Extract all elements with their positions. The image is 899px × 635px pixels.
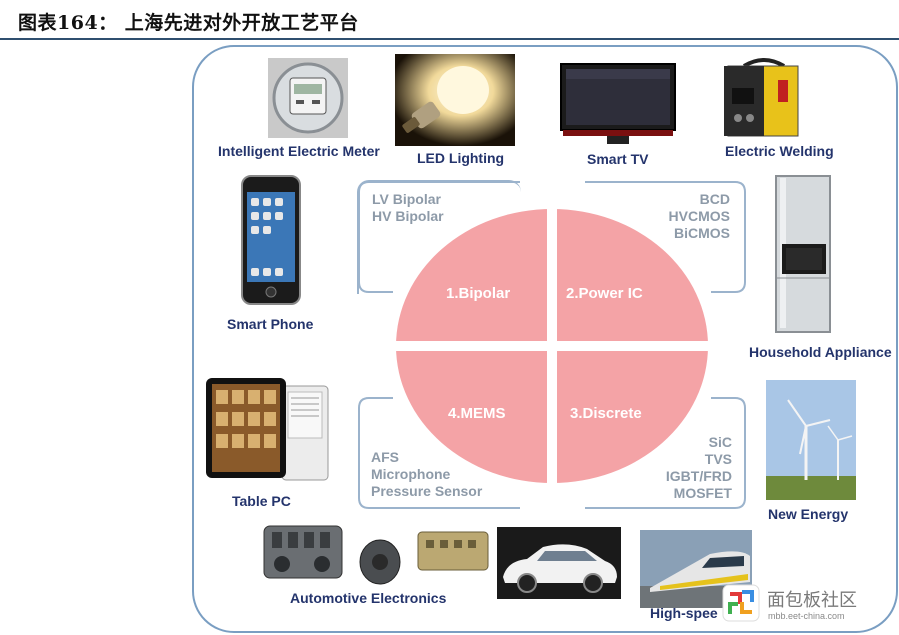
- led-bulb-image: [395, 54, 515, 146]
- label-electric-meter: Intelligent Electric Meter: [218, 143, 380, 159]
- tech-list-mems: AFS Microphone Pressure Sensor: [371, 449, 482, 500]
- tech-item: TVS: [704, 451, 732, 467]
- label-high-speed-rail: High-spee: [650, 605, 718, 621]
- tech-item: BiCMOS: [674, 225, 730, 241]
- tech-list-discrete: SiC TVS IGBT/FRD MOSFET: [640, 434, 732, 502]
- smart-phone-image: [241, 175, 301, 305]
- car-image: [497, 527, 621, 599]
- tech-item: IGBT/FRD: [665, 468, 732, 484]
- welding-machine-image: [724, 58, 799, 137]
- quadrant-discrete-label: 3.Discrete: [570, 405, 642, 422]
- quadrant-bipolar-label: 1.Bipolar: [446, 285, 511, 302]
- tech-item: LV Bipolar: [372, 191, 441, 207]
- automotive-parts-image: [263, 525, 489, 585]
- quadrant-mems-label: 4.MEMS: [448, 405, 506, 422]
- label-smart-phone: Smart Phone: [227, 316, 314, 332]
- quadrant-power-ic-label: 2.Power IC: [566, 285, 643, 302]
- label-electric-welding: Electric Welding: [725, 143, 834, 159]
- label-new-energy: New Energy: [768, 506, 849, 522]
- tablet-pc-image: [206, 378, 329, 481]
- label-household-appliance: Household Appliance: [749, 344, 892, 360]
- wind-turbine-image: [766, 380, 856, 500]
- tech-list-bipolar: LV Bipolar HV Bipolar: [372, 191, 444, 225]
- figure-title: 图表164： 上海先进对外开放工艺平台: [18, 12, 359, 34]
- label-led-lighting: LED Lighting: [417, 150, 505, 166]
- figure-header: 图表164： 上海先进对外开放工艺平台: [0, 0, 899, 40]
- watermark-logo-icon: [722, 584, 760, 622]
- tech-item: SiC: [708, 434, 732, 450]
- watermark-url: mbb.eet-china.com: [768, 611, 845, 621]
- tech-item: MOSFET: [673, 485, 732, 501]
- tech-item: BCD: [699, 191, 730, 207]
- tech-item: HVCMOS: [668, 208, 730, 224]
- tech-item: HV Bipolar: [372, 208, 444, 224]
- diagram-frame: [192, 45, 898, 633]
- refrigerator-image: [775, 175, 831, 333]
- tech-item: Microphone: [371, 466, 451, 482]
- tech-item: Pressure Sensor: [371, 483, 483, 499]
- electric-meter-image: [268, 58, 348, 138]
- label-tablet-pc: Table PC: [232, 493, 291, 509]
- quadrant-circle: [394, 208, 710, 488]
- tech-item: AFS: [371, 449, 399, 465]
- smart-tv-image: [560, 63, 676, 144]
- watermark-name: 面包板社区: [767, 590, 857, 610]
- tech-brackets: [358, 181, 746, 509]
- label-smart-tv: Smart TV: [587, 151, 649, 167]
- tech-list-power-ic: BCD HVCMOS BiCMOS: [660, 191, 730, 242]
- label-automotive-electronics: Automotive Electronics: [290, 590, 447, 606]
